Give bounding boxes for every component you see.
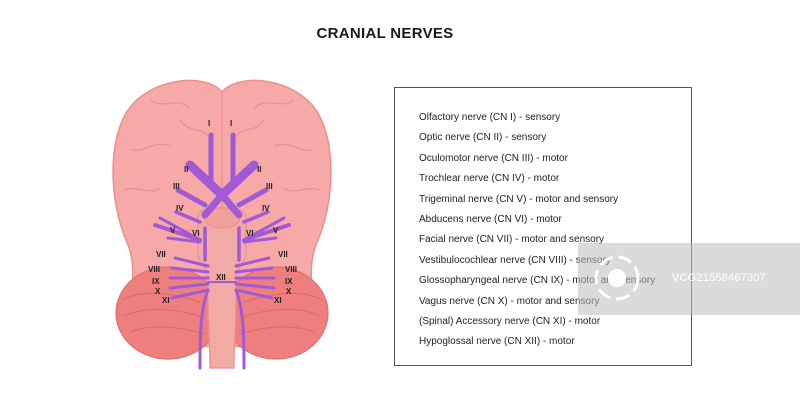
nerves <box>153 132 291 370</box>
legend-box: Olfactory nerve (CN I) - sensory Optic n… <box>394 87 692 366</box>
legend-item-cn4: Trochlear nerve (CN IV) - motor <box>419 173 560 185</box>
legend-item-cn5: Trigeminal nerve (CN V) - motor and sens… <box>419 193 619 205</box>
watermark-text: VCG21558467307 <box>672 272 766 284</box>
diagram-title: CRANIAL NERVES <box>316 25 454 42</box>
label-cn4-right: IV <box>262 204 270 213</box>
legend-item-cn1: Olfactory nerve (CN I) - sensory <box>419 112 561 123</box>
legend-item-cn6: Abducens nerve (CN VI) - motor <box>419 213 562 225</box>
label-cn6-right: VI <box>246 229 254 238</box>
watermark: VCG21558467307 <box>578 243 800 315</box>
label-cn8-right: VIII <box>285 265 297 274</box>
label-cn10-left: X <box>155 287 161 296</box>
label-cn9-right: IX <box>285 277 293 286</box>
label-cn10-right: X <box>286 287 292 296</box>
label-cn9-left: IX <box>152 277 160 286</box>
legend-item-cn3: Oculomotor nerve (CN III) - motor <box>419 152 568 164</box>
label-cn2-left: II <box>184 165 188 174</box>
label-cn4-left: IV <box>176 204 184 213</box>
label-cn7-left: VII <box>156 250 166 259</box>
label-cn1-right: I <box>230 119 232 128</box>
vcg-logo-icon <box>594 255 640 301</box>
label-cn8-left: VIII <box>148 265 160 274</box>
label-cn3-right: III <box>266 182 273 191</box>
label-cn3-left: III <box>173 182 180 191</box>
label-cn11-left: XI <box>162 296 170 305</box>
label-cn6-left: VI <box>192 229 200 238</box>
label-cn12: XII <box>216 273 226 282</box>
cerebellum-folia <box>121 293 323 335</box>
label-cn5-right: V <box>273 226 279 235</box>
legend-item-cn8: Vestibulocochlear nerve (CN VIII) - sens… <box>419 254 611 266</box>
legend-item-cn2: Optic nerve (CN II) - sensory <box>419 132 547 144</box>
label-cn1-left: I <box>208 119 210 128</box>
label-cn11-right: XI <box>274 296 282 305</box>
label-cn5-left: V <box>170 226 176 235</box>
legend-list: Olfactory nerve (CN I) - sensory Optic n… <box>419 108 655 353</box>
legend-item-cn11: (Spinal) Accessory nerve (CN XI) - motor <box>419 315 601 327</box>
legend-item-cn10: Vagus nerve (CN X) - motor and sensory <box>419 295 600 307</box>
legend-item-cn12: Hypoglossal nerve (CN XII) - motor <box>419 336 575 348</box>
label-cn7-right: VII <box>278 250 288 259</box>
legend-item-cn9: Glossopharyngeal nerve (CN IX) - motor a… <box>419 275 656 287</box>
label-cn2-right: II <box>257 165 261 174</box>
legend-item-cn7: Facial nerve (CN VII) - motor and sensor… <box>419 234 605 246</box>
